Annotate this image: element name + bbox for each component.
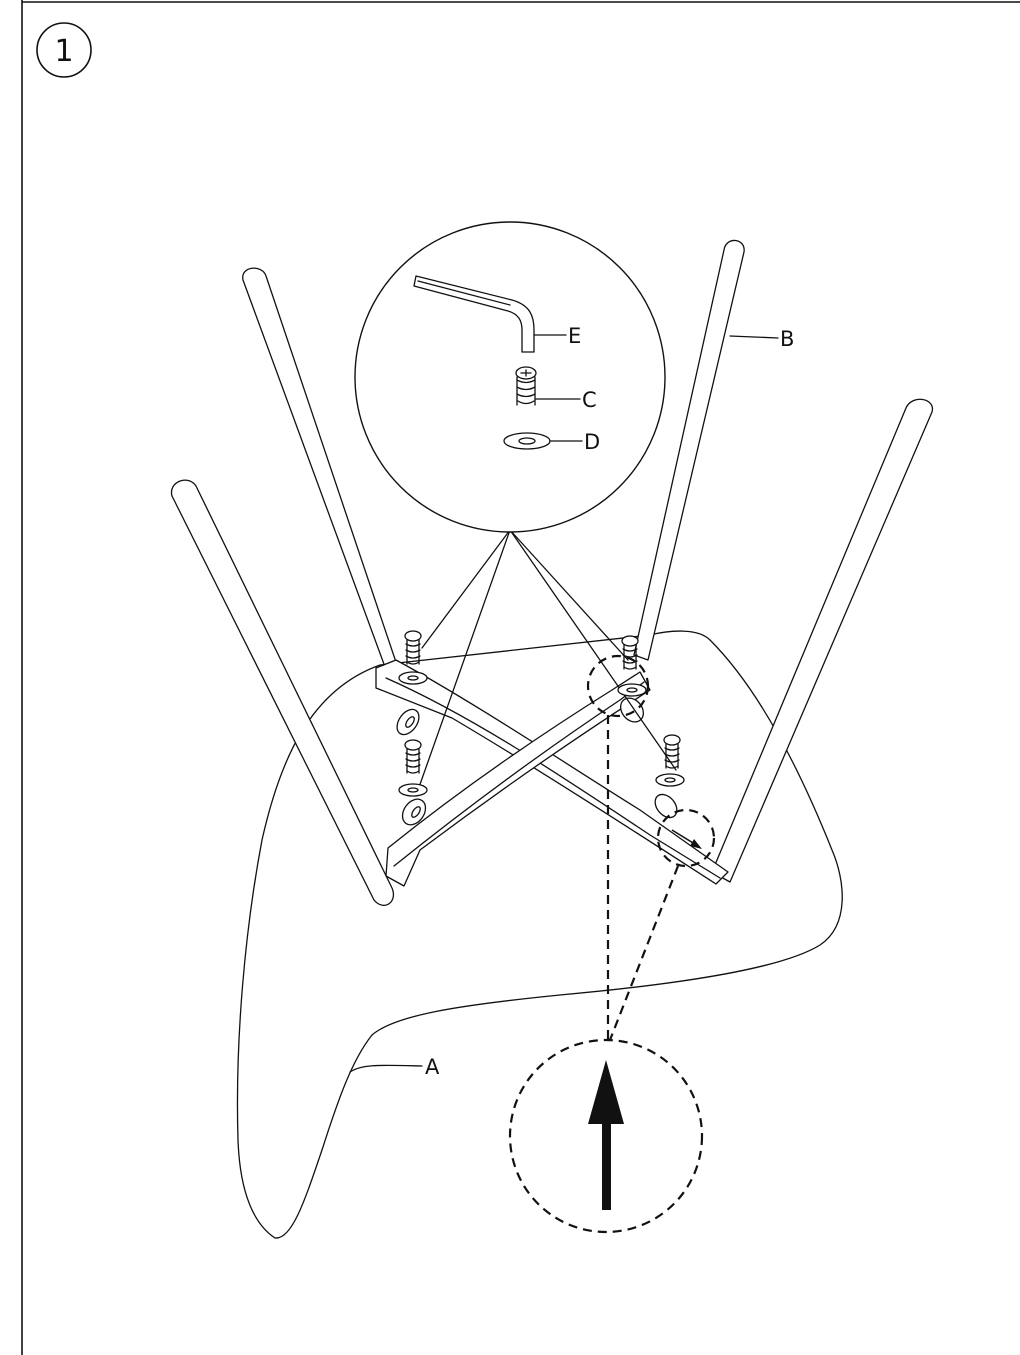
part-label-b: B (780, 327, 794, 351)
step-number-badge: 1 (36, 22, 92, 78)
parts-detail-circle (354, 221, 666, 533)
part-label-c: C (582, 388, 597, 412)
screw-washer-back-left (398, 739, 428, 797)
chair-leg-left-outer (170, 479, 395, 906)
direction-indicator (508, 654, 716, 1234)
washer-icon (503, 432, 551, 450)
screw-washer-front-left (398, 630, 428, 685)
detail-guide-lines (417, 529, 677, 791)
small-arrow-icon (671, 829, 702, 849)
screw-washer-front-right (617, 635, 647, 697)
hex-key-icon (413, 275, 535, 353)
page-frame (21, 0, 1020, 1355)
up-arrow-icon (588, 1060, 624, 1210)
step-number: 1 (54, 34, 73, 69)
chair-leg-left-inner (242, 267, 403, 687)
chair-leg-right-inner (633, 239, 745, 661)
part-label-d: D (584, 430, 600, 454)
seat-shell (236, 630, 843, 1239)
mounting-holes (396, 697, 678, 826)
screw-icon (515, 366, 537, 406)
part-label-a: A (425, 1055, 440, 1079)
screw-washer-back-right (655, 734, 685, 787)
part-label-e: E (568, 324, 581, 348)
leg-cross-frame (375, 659, 729, 887)
chair-leg-right-outer (711, 398, 933, 883)
leader-lines (349, 334, 779, 1073)
